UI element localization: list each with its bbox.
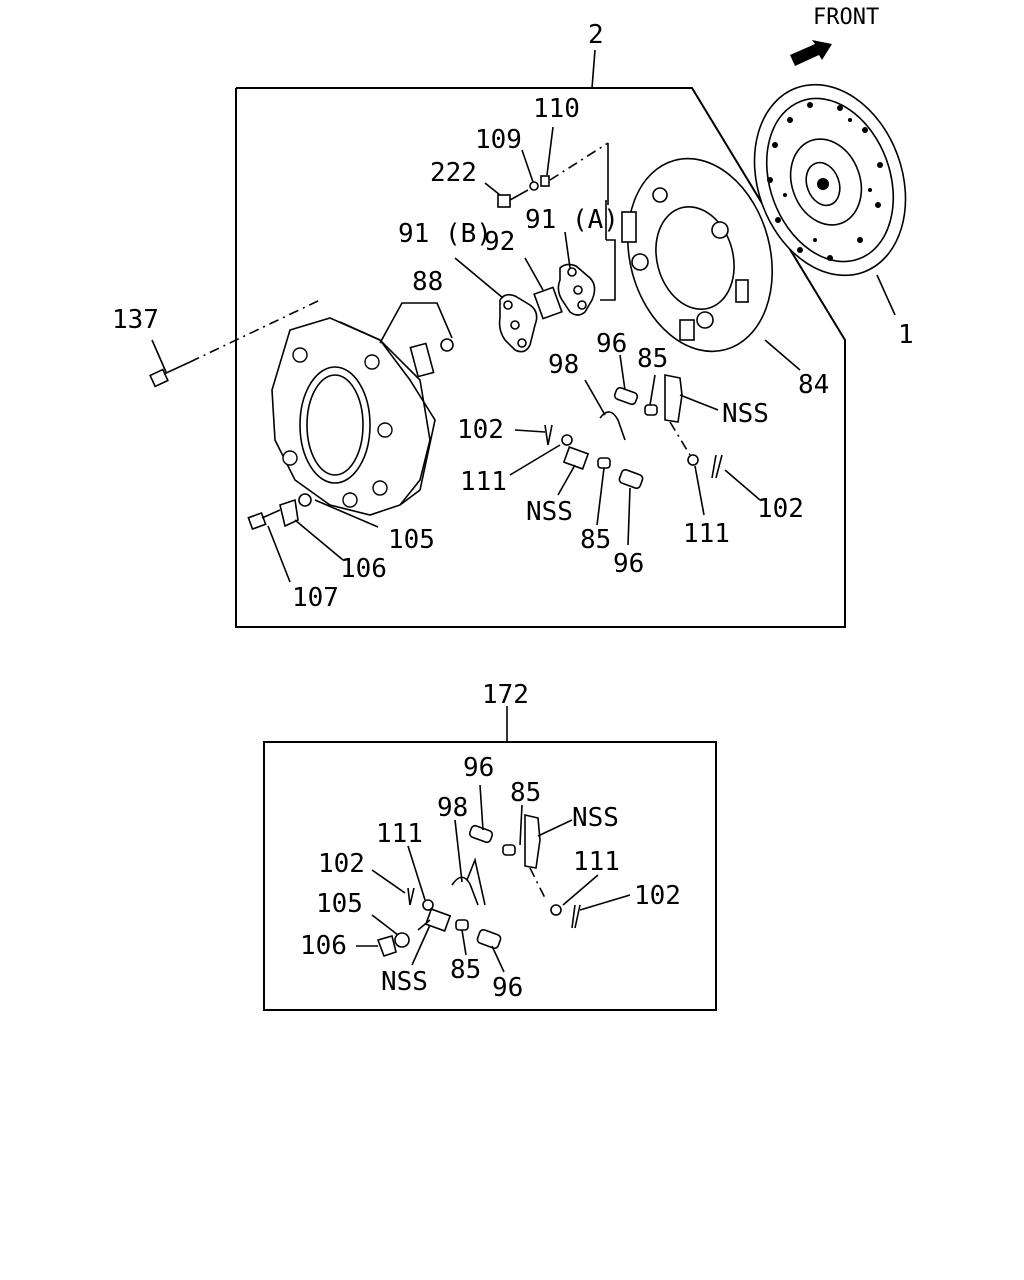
kit-label-106: 106 [300,931,347,961]
label-107: 107 [292,583,339,613]
part-88 [379,302,454,378]
label-91b: 91 (B) [398,219,492,249]
label-102-right: 102 [757,494,804,524]
label-111-right: 111 [683,519,730,549]
label-96-lower: 96 [613,549,644,579]
kit-label-98: 98 [437,793,468,823]
parts-91-92 [498,200,616,353]
screw-222-group [484,126,609,208]
labels-kit: 172 96 85 NSS 98 111 102 111 102 105 106… [300,680,681,1003]
leader-lines-kit [356,784,631,973]
label-98: 98 [548,350,579,380]
label-109: 109 [475,125,522,155]
label-2: 2 [588,20,604,50]
label-84: 84 [798,370,829,400]
label-nss-right: NSS [722,399,769,429]
label-96-upper: 96 [596,329,627,359]
clutch-cover [271,317,436,516]
label-85-lower: 85 [580,525,611,555]
kit-label-102-right: 102 [634,881,681,911]
label-85-upper: 85 [637,344,668,374]
label-105: 105 [388,525,435,555]
front-label: FRONT [813,5,879,30]
kit-label-102-left: 102 [318,849,365,879]
pressure-plate [621,157,774,353]
lever-parts-upper [544,374,723,490]
label-172: 172 [482,680,529,710]
label-137: 137 [112,305,159,335]
front-arrow-icon [790,40,832,66]
label-111-left: 111 [460,467,507,497]
front-indicator: FRONT [790,5,879,66]
parts-105-107 [247,493,312,531]
label-1: 1 [898,320,914,350]
labels-upper: 2 110 109 222 91 (B) 92 91 (A) 88 137 1 … [112,20,914,613]
label-106: 106 [340,554,387,584]
leader-lines-upper [267,231,896,583]
label-110: 110 [533,94,580,124]
kit-172-frame [263,706,717,1011]
assembly-2-frame [235,49,846,628]
label-nss-left: NSS [526,497,573,527]
clutch-disc [753,83,907,277]
kit-label-105: 105 [316,889,363,919]
kit-label-nss-right: NSS [572,803,619,833]
kit-label-96-lower: 96 [492,973,523,1003]
bolt-137 [149,299,321,388]
label-88: 88 [412,267,443,297]
kit-label-111-left: 111 [376,819,423,849]
kit-label-nss-left: NSS [381,967,428,997]
label-222: 222 [430,158,477,188]
kit-label-111-right: 111 [573,847,620,877]
kit-label-85-upper: 85 [510,778,541,808]
kit-label-96-upper: 96 [463,753,494,783]
label-91a: 91 (A) [525,205,619,235]
kit-label-85-lower: 85 [450,955,481,985]
label-92: 92 [484,227,515,257]
label-102-left: 102 [457,415,504,445]
